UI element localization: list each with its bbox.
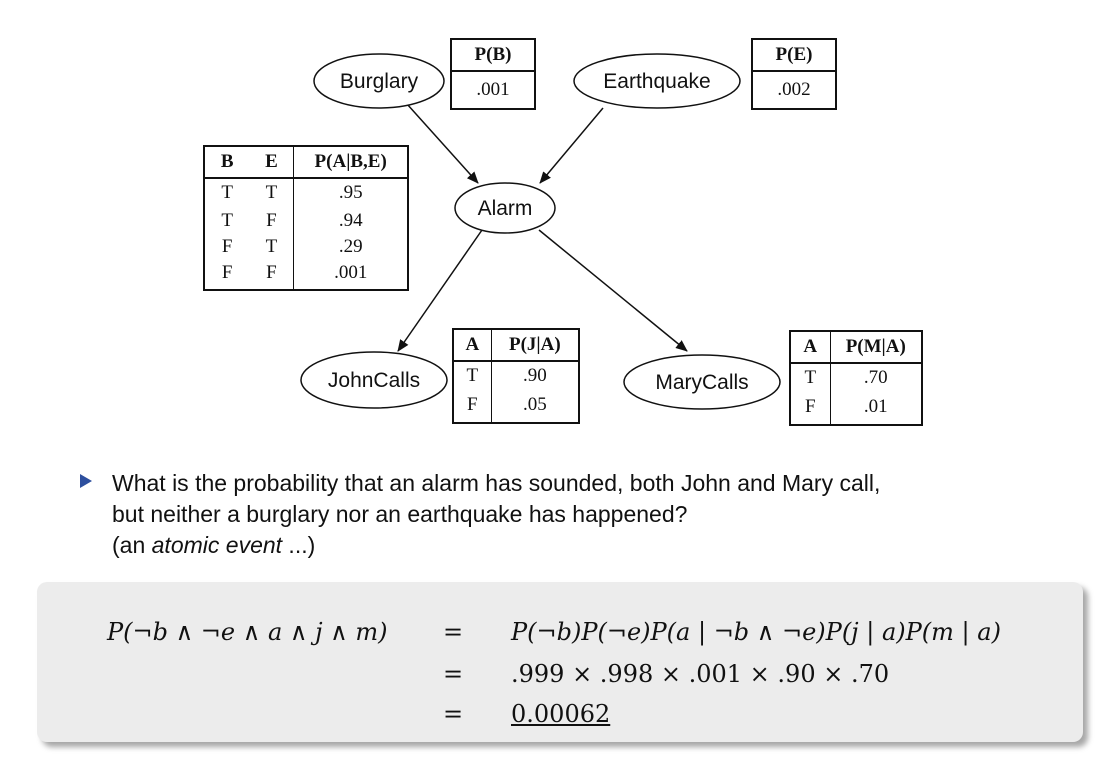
cpt-alarm-cell: .94 — [338, 209, 363, 231]
cpt-marycalls-cell: F — [791, 396, 831, 424]
cpt-alarm-cell: F — [221, 235, 233, 257]
equation-box: P(¬b ∧ ¬e ∧ a ∧ j ∧ m) = P(¬b)P(¬e)P(a |… — [37, 582, 1083, 742]
question-text: What is the probability that an alarm ha… — [112, 468, 1080, 561]
cpt-alarm-cell: F — [249, 262, 295, 289]
cpt-marycalls-cell: T — [791, 363, 831, 397]
cpt-alarm-cell: F — [221, 261, 233, 283]
equation-equals-3: = — [443, 700, 464, 728]
equation-lhs: P(¬b ∧ ¬e ∧ a ∧ j ∧ m) — [107, 618, 388, 646]
node-burglary-label: Burglary — [340, 70, 419, 93]
edge-alarm-johncalls — [397, 229, 483, 352]
cpt-burglary-value: .001 — [476, 79, 510, 100]
bullet-triangle-icon — [80, 474, 92, 488]
question-line-1: What is the probability that an alarm ha… — [112, 470, 881, 496]
cpt-alarm-cell: .29 — [338, 235, 363, 257]
cpt-johncalls-cell: T — [454, 361, 492, 395]
cpt-johncalls-cell: .90 — [522, 365, 547, 386]
equation-equals-2: = — [443, 660, 464, 688]
node-burglary: Burglary — [313, 53, 445, 109]
cpt-johncalls: A P(J|A) T .90 F .05 — [452, 328, 580, 424]
cpt-johncalls-cell: .05 — [522, 393, 547, 415]
cpt-marycalls: A P(M|A) T .70 F .01 — [789, 330, 923, 426]
cpt-alarm-cell: T — [221, 209, 234, 231]
cpt-alarm-cell: T — [221, 182, 234, 203]
bayes-network-diagram: Burglary Earthquake Alarm JohnCalls Mary… — [300, 53, 781, 410]
question-line-3-suffix: ...) — [282, 532, 316, 558]
cpt-alarm-cell: T — [249, 178, 295, 211]
node-marycalls: MaryCalls — [623, 354, 781, 410]
node-earthquake: Earthquake — [573, 53, 741, 109]
question-line-3: (an atomic event ...) — [112, 530, 1080, 561]
cpt-marycalls-cell: .70 — [863, 367, 888, 388]
cpt-alarm-cell: .95 — [338, 182, 363, 203]
cpt-burglary: P(B) .001 — [450, 38, 536, 110]
edge-alarm-marycalls — [538, 229, 688, 352]
question-line-2: but neither a burglary nor an earthquake… — [112, 501, 688, 527]
cpt-marycalls-header-a: A — [791, 332, 831, 364]
equation-rhs-1: P(¬b)P(¬e)P(a | ¬b ∧ ¬e)P(j | a)P(m | a) — [511, 618, 1001, 646]
cpt-alarm-cell: .001 — [334, 261, 368, 283]
question-line-3-prefix: (an — [112, 532, 152, 558]
cpt-alarm-header-p: P(A|B,E) — [293, 147, 407, 179]
cpt-johncalls-header-a: A — [454, 330, 492, 362]
atomic-event-term: atomic event — [151, 532, 283, 558]
node-johncalls-label: JohnCalls — [328, 369, 420, 392]
cpt-alarm-cell: T — [249, 236, 295, 263]
cpt-alarm-header-b: B — [205, 147, 250, 179]
cpt-johncalls-cell: F — [454, 394, 492, 422]
node-earthquake-label: Earthquake — [603, 70, 710, 93]
node-alarm: Alarm — [454, 182, 556, 234]
cpt-marycalls-header-p: P(M|A) — [830, 332, 921, 364]
cpt-marycalls-cell: .01 — [863, 395, 888, 417]
cpt-earthquake: P(E) .002 — [751, 38, 837, 110]
edge-earthquake-alarm — [539, 107, 604, 184]
node-marycalls-label: MaryCalls — [655, 371, 748, 394]
cpt-earthquake-header: P(E) — [753, 40, 835, 72]
equation-equals-1: = — [443, 618, 464, 646]
cpt-burglary-header: P(B) — [452, 40, 534, 72]
cpt-johncalls-header-p: P(J|A) — [491, 330, 578, 362]
equation-rhs-2: .999 × .998 × .001 × .90 × .70 — [511, 660, 890, 688]
cpt-alarm-cell: F — [249, 210, 295, 237]
question-bullet: What is the probability that an alarm ha… — [80, 468, 1080, 561]
node-alarm-label: Alarm — [478, 197, 533, 220]
cpt-earthquake-value: .002 — [777, 79, 811, 100]
node-johncalls: JohnCalls — [300, 351, 448, 409]
cpt-alarm-header-e: E — [249, 147, 295, 179]
equation-result: 0.00062 — [511, 700, 611, 728]
edge-burglary-alarm — [406, 103, 479, 184]
